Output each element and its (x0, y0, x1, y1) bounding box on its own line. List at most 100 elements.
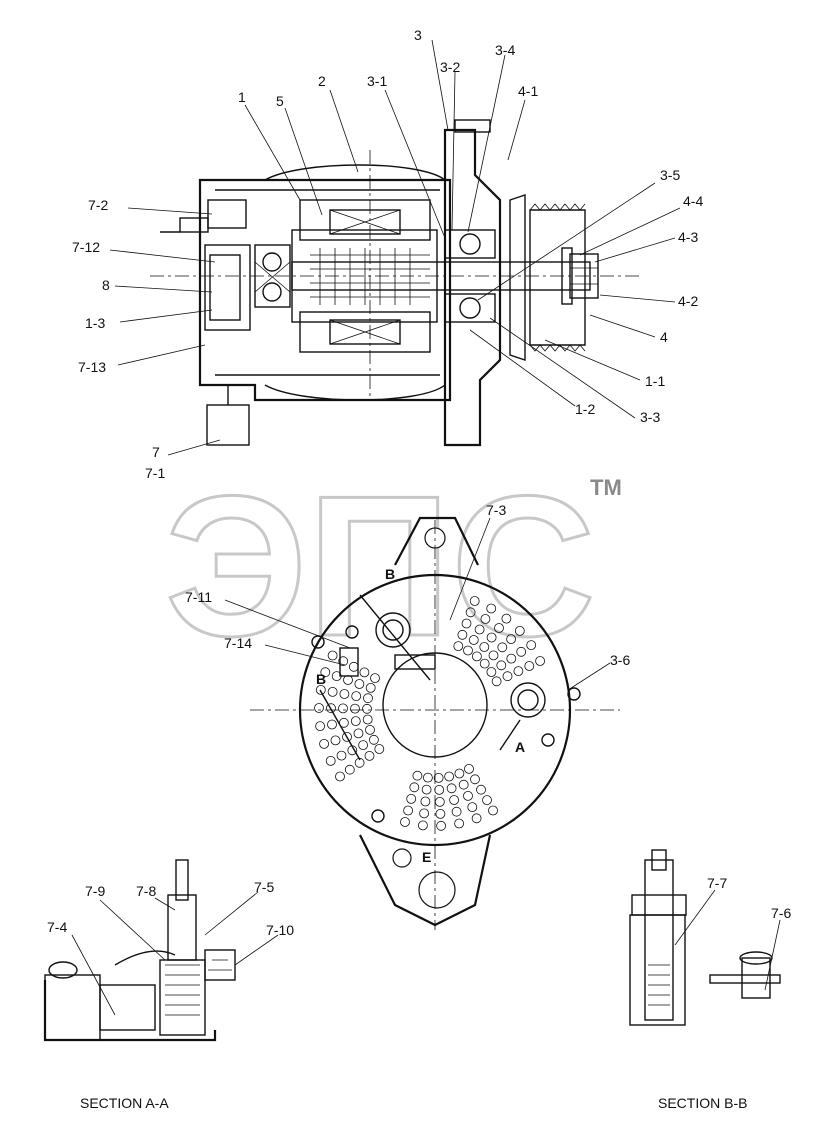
vent-hole (335, 771, 345, 782)
top-leaders (109, 39, 681, 456)
vent-hole (457, 629, 468, 640)
vent-hole (342, 732, 352, 742)
vent-hole (368, 734, 379, 745)
label-7-10: 7-10 (266, 922, 294, 938)
vent-hole (526, 640, 537, 650)
label-7: 7 (152, 444, 160, 460)
section-bb: 7-7 7-6 SECTION B-B (629, 849, 791, 1111)
vent-hole (359, 667, 370, 678)
label-7-1: 7-1 (145, 465, 165, 481)
vent-hole (458, 779, 469, 790)
vent-hole (454, 768, 465, 779)
vent-hole (353, 728, 364, 739)
label-4-1: 4-1 (518, 83, 538, 99)
label-7-2: 7-2 (88, 197, 108, 213)
label-3-1: 3-1 (367, 73, 387, 89)
label-5: 5 (276, 93, 284, 109)
section-mark-e: E (422, 849, 431, 865)
vent-hole (467, 802, 478, 812)
vent-hole (362, 703, 372, 714)
vent-hole (446, 783, 457, 794)
vent-hole (479, 658, 490, 669)
vent-hole (451, 806, 462, 817)
vent-hole (406, 794, 417, 804)
vent-hole (417, 820, 428, 831)
label-4: 4 (660, 329, 668, 345)
vent-hole (516, 646, 527, 657)
vent-hole (422, 772, 433, 783)
vent-hole (434, 797, 445, 807)
vent-hole (421, 784, 432, 795)
vent-hole (463, 791, 473, 801)
vent-hole (454, 818, 465, 829)
vent-hole (486, 667, 497, 677)
vent-hole (524, 661, 535, 671)
label-7-12: 7-12 (72, 239, 100, 255)
vent-hole (469, 596, 480, 606)
vent-hole (435, 809, 446, 819)
label-7-3: 7-3 (486, 502, 506, 518)
vent-hole (433, 773, 444, 783)
label-3-3: 3-3 (640, 409, 660, 425)
vent-hole (474, 624, 485, 635)
vent-hole (327, 687, 338, 697)
label-1-3: 1-3 (85, 315, 105, 331)
label-7-5: 7-5 (254, 879, 274, 895)
vent-hole (470, 774, 480, 785)
label-7-4: 7-4 (47, 919, 67, 935)
vent-hole (338, 703, 348, 714)
vent-hole (315, 685, 326, 695)
vent-hole (326, 703, 336, 714)
vent-hole (465, 607, 476, 618)
label-7-11: 7-11 (185, 589, 212, 605)
vent-hole (463, 645, 473, 656)
label-8: 8 (102, 277, 110, 293)
section-mark-a: A (515, 739, 525, 755)
vent-hole (370, 673, 380, 683)
vent-hole (330, 735, 341, 746)
vent-hole (486, 603, 497, 614)
vent-hole (486, 632, 497, 643)
vent-hole (351, 691, 362, 701)
top-cross-section: 3 3-2 3-4 2 3-1 4-1 1 5 3-5 7-2 4-4 4-3 … (72, 27, 703, 481)
vent-hole (468, 635, 479, 645)
vent-hole (491, 676, 502, 687)
vent-hole (502, 671, 513, 682)
section-aa: 7-9 7-8 7-5 7-4 7-10 SECTION A-A (43, 859, 294, 1111)
vent-hole (344, 764, 355, 775)
label-7-8: 7-8 (136, 883, 156, 899)
vent-hole (513, 666, 524, 676)
vent-hole (365, 683, 376, 693)
section-mark-b-left: B (316, 671, 326, 687)
vent-hole (374, 744, 385, 754)
vent-hole (535, 656, 545, 666)
vent-hole (409, 782, 420, 793)
vent-hole (319, 739, 330, 749)
vent-hole (400, 817, 410, 827)
vent-hole (420, 796, 431, 807)
vent-hole (471, 813, 482, 824)
label-2: 2 (318, 73, 326, 89)
vent-hole (501, 613, 512, 624)
vent-hole (482, 795, 492, 805)
vent-hole (471, 651, 482, 662)
vent-hole (363, 693, 373, 704)
label-4-2: 4-2 (678, 293, 698, 309)
top-labels: 3 3-2 3-4 2 3-1 4-1 1 5 3-5 7-2 4-4 4-3 … (72, 27, 703, 481)
vent-holes (314, 596, 545, 831)
label-4-3: 4-3 (678, 229, 698, 245)
vent-hole (449, 795, 460, 805)
vent-hole (444, 771, 455, 782)
vent-hole (464, 764, 474, 774)
vent-hole (496, 660, 507, 671)
label-4-4: 4-4 (683, 193, 703, 209)
vent-hole (362, 714, 373, 725)
vent-hole (314, 703, 324, 713)
vent-hole (461, 618, 472, 629)
vent-hole (506, 653, 517, 664)
vent-hole (315, 721, 326, 731)
label-7-9: 7-9 (85, 883, 105, 899)
vent-hole (327, 650, 338, 661)
vent-hole (488, 805, 498, 816)
